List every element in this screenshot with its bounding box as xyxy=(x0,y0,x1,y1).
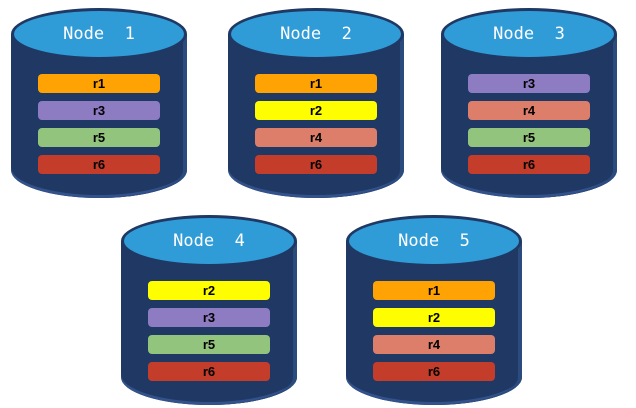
node-label: Node 2 xyxy=(280,24,352,44)
replica-bar: r3 xyxy=(148,308,270,327)
cylinder-top-ellipse xyxy=(441,8,617,60)
replica-list: r3 r4 r5 r6 xyxy=(441,74,617,174)
replica-bar: r4 xyxy=(373,335,495,354)
replica-bar: r1 xyxy=(373,281,495,300)
replica-bar: r1 xyxy=(255,74,377,93)
node-cylinder: Node 4 r2 r3 r5 r6 xyxy=(121,215,297,405)
node-label: Node 1 xyxy=(63,24,135,44)
node-cylinder: Node 3 r3 r4 r5 r6 xyxy=(441,8,617,198)
cylinder-top-ellipse xyxy=(11,8,187,60)
replica-bar: r1 xyxy=(38,74,160,93)
replica-bar: r2 xyxy=(148,281,270,300)
cylinder-top-ellipse xyxy=(228,8,404,60)
replica-bar: r5 xyxy=(38,128,160,147)
node-cylinder: Node 2 r1 r2 r4 r6 xyxy=(228,8,404,198)
replica-list: r2 r3 r5 r6 xyxy=(121,281,297,381)
replica-bar: r6 xyxy=(148,362,270,381)
node-cylinder: Node 1 r1 r3 r5 r6 xyxy=(11,8,187,198)
replica-bar: r3 xyxy=(38,101,160,120)
node-label: Node 3 xyxy=(493,24,565,44)
cylinder-top-ellipse xyxy=(346,215,522,267)
replica-bar: r4 xyxy=(468,101,590,120)
replica-list: r1 r2 r4 r6 xyxy=(228,74,404,174)
replica-list: r1 r3 r5 r6 xyxy=(11,74,187,174)
replica-list: r1 r2 r4 r6 xyxy=(346,281,522,381)
replica-bar: r5 xyxy=(148,335,270,354)
replica-bar: r6 xyxy=(38,155,160,174)
replica-bar: r6 xyxy=(255,155,377,174)
replica-bar: r2 xyxy=(255,101,377,120)
replica-bar: r2 xyxy=(373,308,495,327)
replica-bar: r4 xyxy=(255,128,377,147)
replica-bar: r3 xyxy=(468,74,590,93)
node-label: Node 5 xyxy=(398,231,470,251)
node-cylinder: Node 5 r1 r2 r4 r6 xyxy=(346,215,522,405)
cylinder-top-ellipse xyxy=(121,215,297,267)
replica-bar: r5 xyxy=(468,128,590,147)
replica-bar: r6 xyxy=(468,155,590,174)
replica-bar: r6 xyxy=(373,362,495,381)
node-label: Node 4 xyxy=(173,231,245,251)
